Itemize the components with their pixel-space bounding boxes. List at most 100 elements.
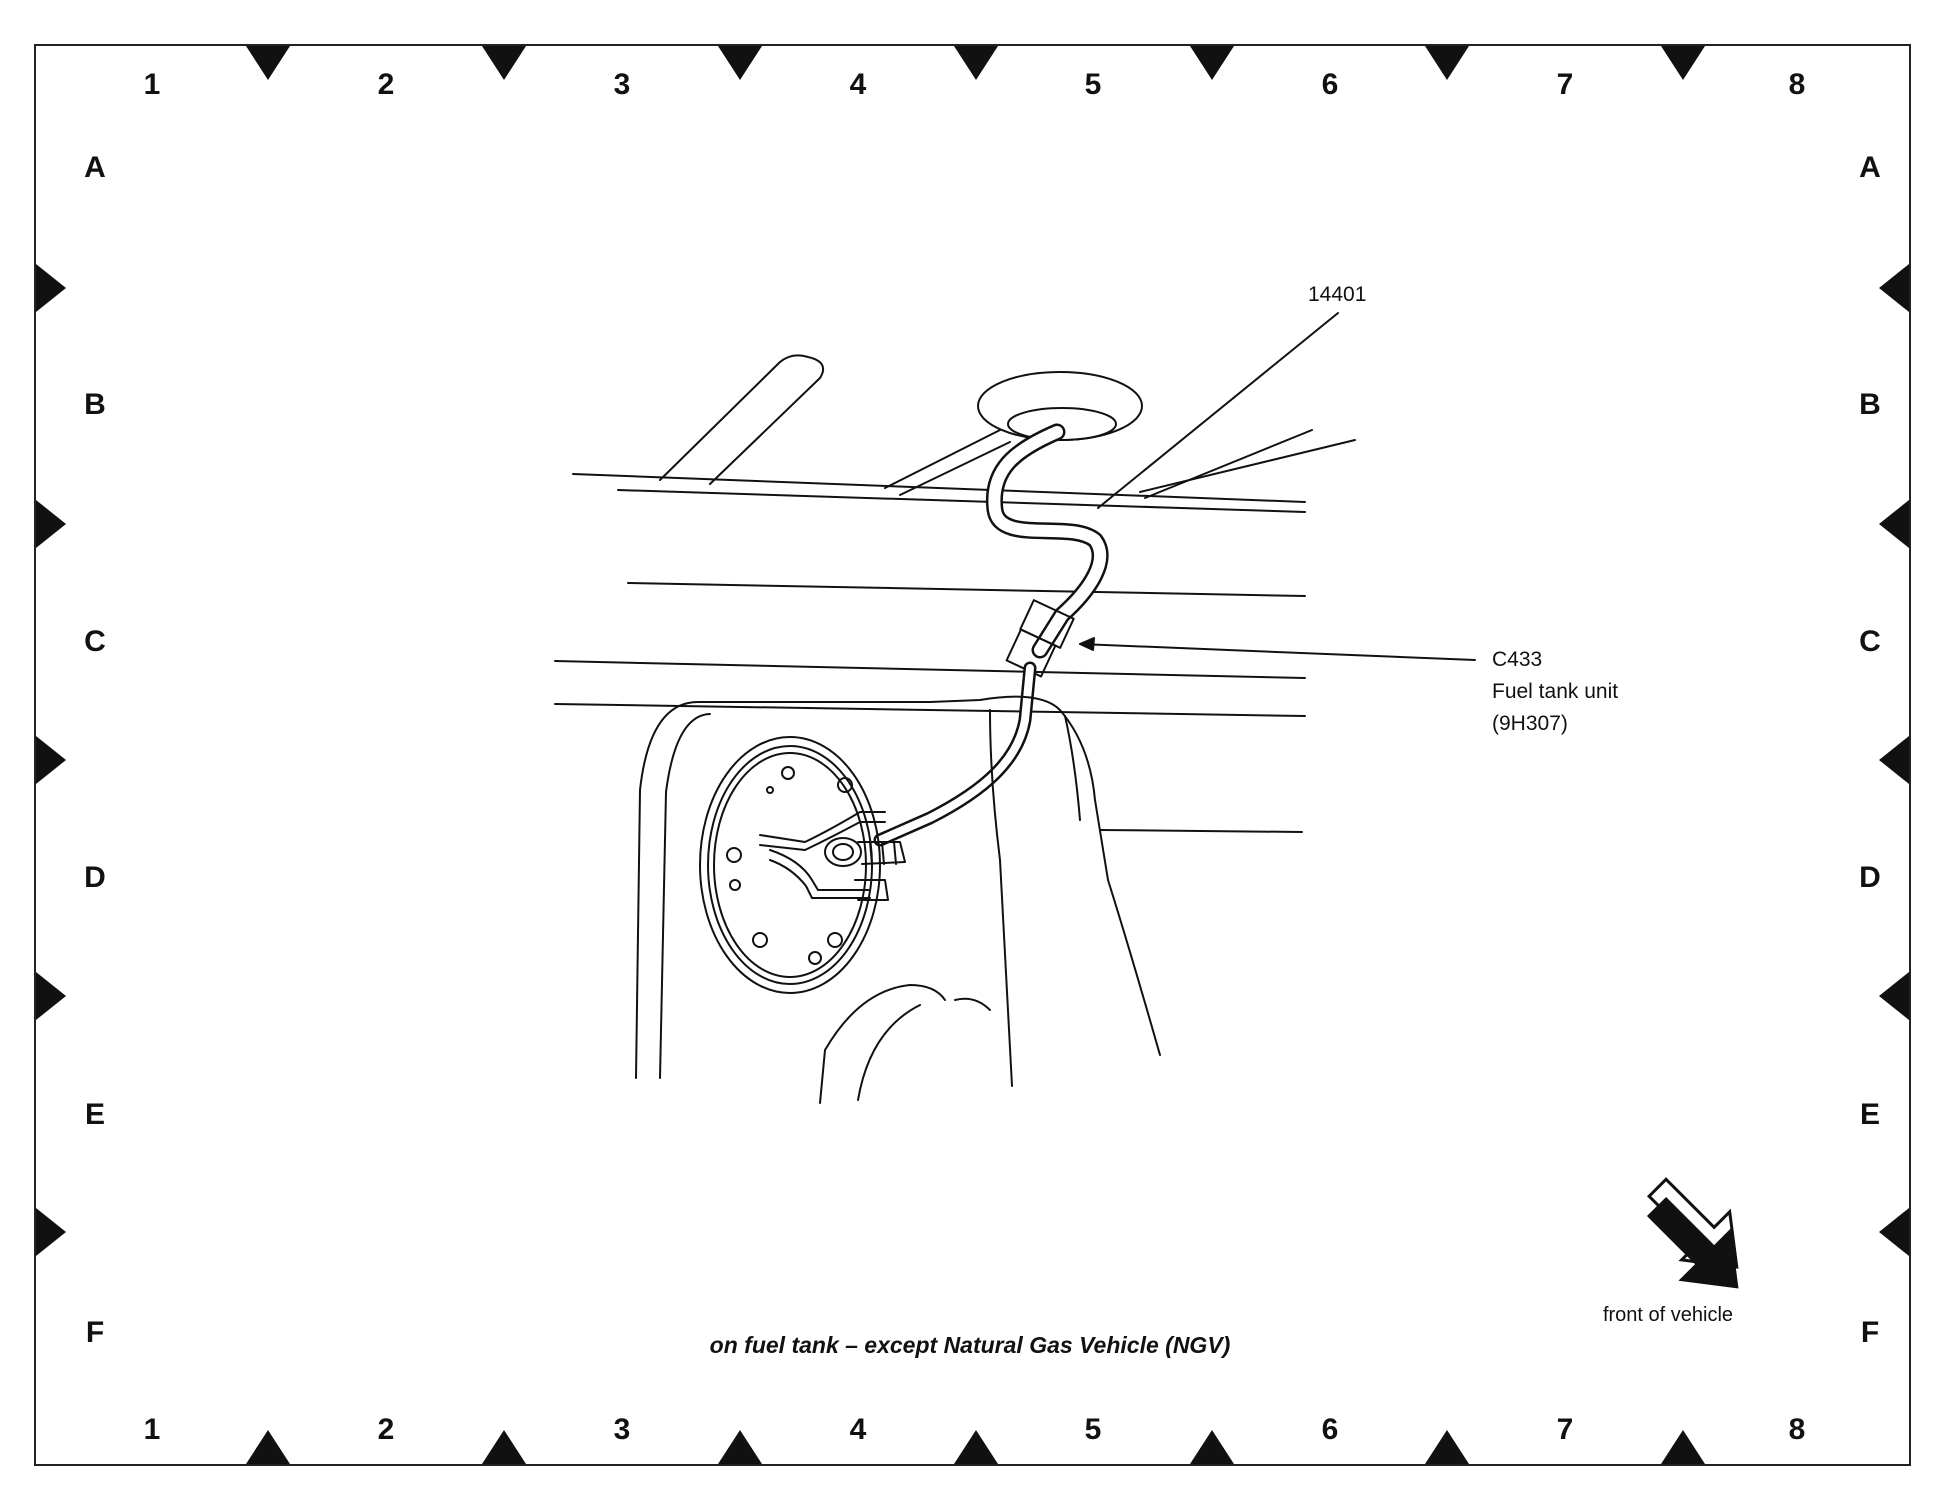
grid-marker-bottom <box>1190 1430 1234 1464</box>
grid-row-left-3: C <box>84 625 106 658</box>
grid-column-bottom-8: 8 <box>1788 1413 1806 1446</box>
diagram-caption: on fuel tank – except Natural Gas Vehicl… <box>709 1332 1231 1358</box>
fuel-tube <box>769 859 871 899</box>
grid-marker-right <box>1879 500 1909 548</box>
grid-marker-right <box>1879 264 1909 312</box>
grid-marker-bottom <box>1661 1430 1705 1464</box>
grid-marker-bottom <box>246 1430 290 1464</box>
connector-part-label: (9H307) <box>1492 712 1568 735</box>
grid-marker-bottom <box>1425 1430 1469 1464</box>
grid-column-top-6: 6 <box>1321 68 1339 101</box>
grid-column-bottom-1: 1 <box>143 1413 161 1446</box>
grid-marker-top <box>1425 46 1469 80</box>
fuel-tube <box>769 849 871 891</box>
grid-marker-right <box>1879 972 1909 1020</box>
border-frame <box>34 44 1911 1466</box>
grid-row-left-5: E <box>84 1098 106 1131</box>
grommet-inner <box>1007 407 1117 441</box>
tank-outline <box>659 713 711 1079</box>
flange-bolt <box>808 951 822 965</box>
fuel-tank-drawing <box>554 312 1476 1104</box>
flange-bolt <box>837 777 853 793</box>
grid-marker-top <box>954 46 998 80</box>
grid-column-top-3: 3 <box>613 68 631 101</box>
grid-column-bottom-6: 6 <box>1321 1413 1339 1446</box>
grid-row-left-1: A <box>84 151 106 184</box>
rail-line <box>572 473 1306 503</box>
flange-bolt <box>827 932 843 948</box>
grid-marker-top <box>1190 46 1234 80</box>
crossmember-slat <box>1139 439 1356 493</box>
sender-connector <box>824 837 862 867</box>
tank-outline <box>1064 715 1081 821</box>
crossmember-slat <box>1144 429 1313 499</box>
grid-row-left-6: F <box>85 1316 105 1349</box>
flange-bolt <box>781 766 795 780</box>
grid-row-right-2: B <box>1859 388 1881 421</box>
tank-outline <box>819 984 946 1104</box>
grid-marker-right <box>1879 736 1909 784</box>
grid-marker-right <box>1879 1208 1909 1256</box>
grid-marker-top <box>718 46 762 80</box>
grid-column-bottom-4: 4 <box>849 1413 867 1446</box>
grid-markers <box>36 46 1909 1464</box>
connector-callout: C433 Fuel tank unit (9H307) <box>1492 644 1618 740</box>
tank-outline <box>1099 829 1303 833</box>
tank-outline <box>635 695 1161 1079</box>
crossmember-slat <box>899 441 1011 496</box>
grid-row-right-5: E <box>1859 1098 1881 1131</box>
sender-connector <box>854 879 889 901</box>
sender-flange <box>707 745 873 985</box>
grid-marker-bottom <box>718 1430 762 1464</box>
sender-connector <box>832 843 854 861</box>
tank-outline <box>989 709 1013 1087</box>
sender-flange <box>699 736 881 994</box>
grid-column-top-7: 7 <box>1556 68 1574 101</box>
grid-marker-bottom <box>954 1430 998 1464</box>
rail-line <box>617 489 1306 513</box>
rail-line <box>554 660 1306 679</box>
grid-row-right-6: F <box>1860 1316 1880 1349</box>
rail-line <box>627 582 1306 597</box>
tank-outline <box>954 997 991 1011</box>
connector-id-label: C433 <box>1492 648 1543 671</box>
grid-marker-top <box>246 46 290 80</box>
harness-number-label: 14401 <box>1308 283 1367 306</box>
grid-column-top-5: 5 <box>1084 68 1102 101</box>
grid-marker-left <box>36 500 66 548</box>
fuel-tube <box>759 811 886 843</box>
grid-column-top-2: 2 <box>377 68 395 101</box>
grid-column-top-8: 8 <box>1788 68 1806 101</box>
grid-marker-left <box>36 264 66 312</box>
grid-row-left-4: D <box>84 861 106 894</box>
flange-bolt <box>729 879 741 891</box>
flange-bolt <box>752 932 768 948</box>
crossmember-slat <box>659 354 824 485</box>
grid-marker-top <box>482 46 526 80</box>
grid-row-right-3: C <box>1859 625 1881 658</box>
leader-line-c433 <box>1079 643 1476 661</box>
grid-row-right-1: A <box>1859 151 1881 184</box>
leader-arrow-c433 <box>1079 637 1095 651</box>
flange-bolt <box>766 786 774 794</box>
sender-connector <box>869 841 897 865</box>
grid-column-bottom-7: 7 <box>1556 1413 1574 1446</box>
front-of-vehicle-label: front of vehicle <box>1602 1304 1734 1326</box>
grid-marker-left <box>36 736 66 784</box>
flange-bolt <box>726 847 742 863</box>
grid-marker-top <box>1661 46 1705 80</box>
pigtail-wire <box>876 664 1034 844</box>
sender-flange <box>713 752 867 978</box>
grid-column-bottom-2: 2 <box>377 1413 395 1446</box>
tank-outline <box>857 1004 921 1101</box>
grid-marker-left <box>36 1208 66 1256</box>
connector-name-label: Fuel tank unit <box>1492 680 1619 703</box>
fuel-tube <box>759 821 886 851</box>
grid-column-bottom-3: 3 <box>613 1413 631 1446</box>
grid-row-right-4: D <box>1859 861 1881 894</box>
arrow-down-right-icon <box>1646 1177 1739 1289</box>
grid-marker-bottom <box>482 1430 526 1464</box>
grid-column-top-4: 4 <box>849 68 867 101</box>
